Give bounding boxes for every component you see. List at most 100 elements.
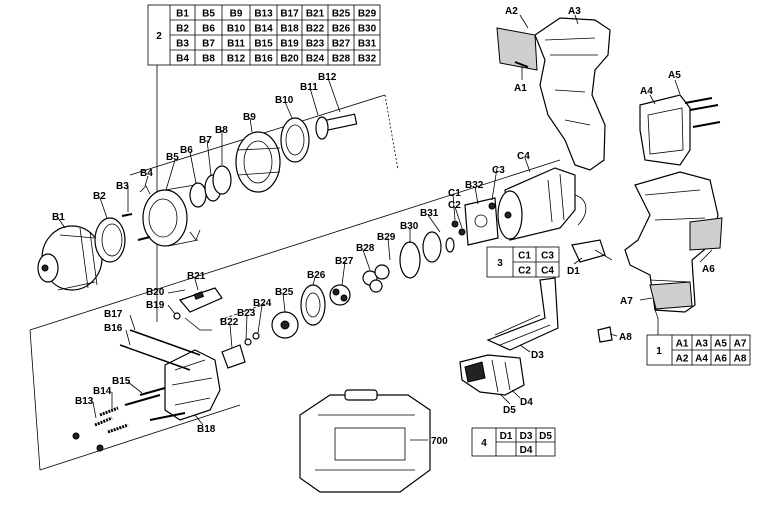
table-group-1: 1: [646, 309, 751, 366]
clutch-collar-b9: [235, 131, 281, 193]
gear-b25: [271, 311, 299, 339]
table-t2-cell: B2: [176, 24, 189, 35]
electronics-board-d3: [486, 277, 559, 351]
gear-housing-b5: [142, 184, 199, 247]
table-2-group: 2: [156, 31, 162, 42]
table-t2-cell: B16: [254, 54, 273, 65]
table-t2-cell: B10: [227, 24, 246, 35]
spindle-b11-b12: [315, 113, 358, 140]
switch-d1: [571, 239, 613, 263]
table-t4-cell: D1: [500, 431, 513, 442]
table-4-group: 4: [481, 438, 487, 449]
pinion-b31: [445, 237, 455, 253]
label-a1: A1: [514, 83, 527, 94]
label-b31: B31: [420, 208, 439, 219]
clutch-ring-b2: [94, 217, 126, 263]
label-b25: B25: [275, 287, 294, 298]
label-a5: A5: [668, 70, 681, 81]
label-b29: B29: [377, 232, 396, 243]
label-b2: B2: [93, 191, 106, 202]
part-labels: A2 A3 A1 A5 A4 A6 A7 A8 B1 B2 B3 B4 B5 B…: [52, 6, 715, 447]
table-t2-cell: B12: [227, 54, 246, 65]
table-t4-cell: D3: [520, 431, 533, 442]
label-d5: D5: [503, 405, 516, 416]
label-b12: B12: [318, 72, 337, 83]
label-b32: B32: [465, 180, 484, 191]
table-t2-cell: B8: [202, 54, 215, 65]
table-t2-cell: B5: [202, 9, 215, 20]
table-t3-cell: C3: [541, 251, 554, 262]
clip-a8: [597, 326, 613, 343]
table-t2-cell: B19: [280, 39, 299, 50]
table-t2-cell: B18: [280, 24, 299, 35]
label-b26: B26: [307, 270, 326, 281]
table-t2-cell: B9: [230, 9, 243, 20]
table-t3-cell: C2: [518, 266, 531, 277]
table-t2-cell: B26: [332, 24, 351, 35]
housing-half-a6: [624, 171, 723, 313]
table-t4-cell: D5: [539, 431, 552, 442]
label-b9: B9: [243, 112, 256, 123]
label-b13: B13: [75, 396, 94, 407]
table-t2-cell: B21: [306, 9, 325, 20]
planet-gears-b28: [362, 264, 390, 293]
table-t2-cell: B3: [176, 39, 189, 50]
table-t1-cell: A3: [695, 339, 708, 350]
table-t3-cell: C4: [541, 266, 554, 277]
table-t2-cell: B4: [176, 54, 189, 65]
table-t2-cell: B23: [306, 39, 325, 50]
screws-c1-c3: [451, 202, 496, 236]
table-t1-cell: A1: [676, 339, 689, 350]
label-d3: D3: [531, 350, 544, 361]
table-t4-cell: D4: [520, 445, 533, 456]
label-b18: B18: [197, 424, 216, 435]
label-c1: C1: [448, 188, 461, 199]
carry-case-700: [299, 389, 431, 493]
table-t2-cell: B6: [202, 24, 215, 35]
label-b6: B6: [180, 145, 193, 156]
table-t2-cell: B7: [202, 39, 215, 50]
table-t2-cell: B11: [227, 39, 245, 50]
label-b8: B8: [215, 125, 228, 136]
label-b7: B7: [199, 135, 212, 146]
table-t2-cell: B13: [254, 9, 273, 20]
table-t2-cell: B1: [176, 9, 189, 20]
table-t1-cell: A4: [695, 354, 708, 365]
gear-b26: [300, 284, 326, 326]
small-screws-b3-b4: [121, 185, 201, 241]
label-a7: A7: [620, 296, 633, 307]
screw-a1: [514, 61, 529, 68]
washer-b30: [422, 231, 442, 263]
table-t2-cell: B14: [254, 24, 273, 35]
label-a2: A2: [505, 6, 518, 17]
table-t2-cell: B29: [358, 9, 377, 20]
table-t1-cell: A2: [676, 354, 689, 365]
table-t2-cell: B32: [358, 54, 377, 65]
label-d1: D1: [567, 266, 580, 277]
leader-lines: [57, 14, 713, 441]
motor-housing-b18: [164, 349, 221, 421]
planet-carrier-b27: [329, 284, 351, 306]
label-b1: B1: [52, 212, 65, 223]
label-b15: B15: [112, 376, 131, 387]
springs-b6-b8: [189, 165, 232, 208]
table-3-group: 3: [497, 258, 503, 269]
table-t2-cell: B17: [280, 9, 299, 20]
label-b23: B23: [237, 308, 256, 319]
label-a3: A3: [568, 6, 581, 17]
table-t2-cell: B28: [332, 54, 351, 65]
label-b28: B28: [356, 243, 375, 254]
label-b20: B20: [146, 287, 165, 298]
label-b16: B16: [104, 323, 123, 334]
housing-half-a3: [534, 17, 611, 171]
trigger-switch-d4-d5: [459, 354, 525, 396]
ring-gear-b10: [280, 117, 310, 163]
parts-b19-b24: [173, 312, 260, 369]
label-b5: B5: [166, 152, 179, 163]
table-t2-cell: B27: [332, 39, 351, 50]
table-t3-cell: C1: [518, 251, 531, 262]
table-t1-cell: A8: [734, 354, 747, 365]
label-b30: B30: [400, 221, 419, 232]
